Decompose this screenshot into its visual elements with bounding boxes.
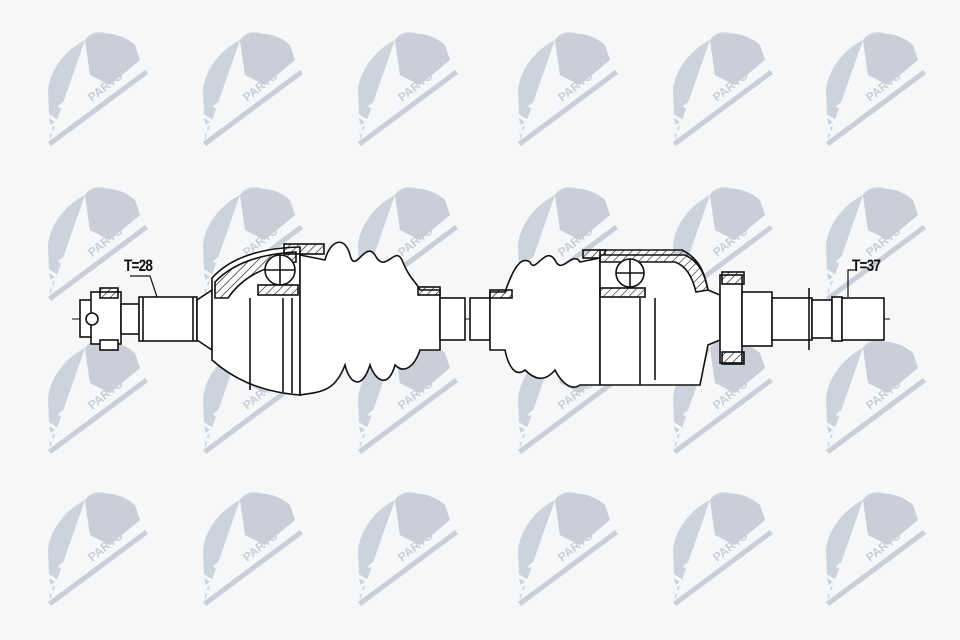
ajs-parts-watermark-logo: AJS PARTS	[350, 340, 458, 454]
ajs-parts-watermark-logo: AJS PARTS	[40, 340, 148, 454]
left-spline-count-label: T=28	[124, 256, 153, 275]
ajs-parts-watermark-logo: AJS PARTS	[665, 492, 773, 606]
ajs-parts-watermark-logo: AJS PARTS	[665, 32, 773, 146]
ajs-parts-watermark-logo: AJS PARTS	[195, 492, 303, 606]
ajs-parts-watermark-logo: AJS PARTS	[818, 32, 926, 146]
ajs-parts-watermark-logo: AJS PARTS	[195, 32, 303, 146]
ajs-parts-watermark-logo: AJS PARTS	[510, 492, 618, 606]
ajs-parts-watermark-logo: AJS PARTS	[818, 187, 926, 301]
right-spline-count-label: T=37	[852, 256, 881, 275]
ajs-parts-watermark-logo: AJS PARTS	[40, 187, 148, 301]
ajs-parts-watermark-logo: AJS PARTS	[818, 340, 926, 454]
ajs-parts-watermark-logo: AJS PARTS	[510, 32, 618, 146]
ajs-parts-watermark-logo: AJS PARTS	[350, 492, 458, 606]
ajs-parts-watermark-logo: AJS PARTS	[40, 32, 148, 146]
ajs-parts-watermark-logo: AJS PARTS	[40, 492, 148, 606]
ajs-parts-watermark-logo: AJS PARTS	[818, 492, 926, 606]
ajs-parts-watermark-logo: AJS PARTS	[350, 32, 458, 146]
